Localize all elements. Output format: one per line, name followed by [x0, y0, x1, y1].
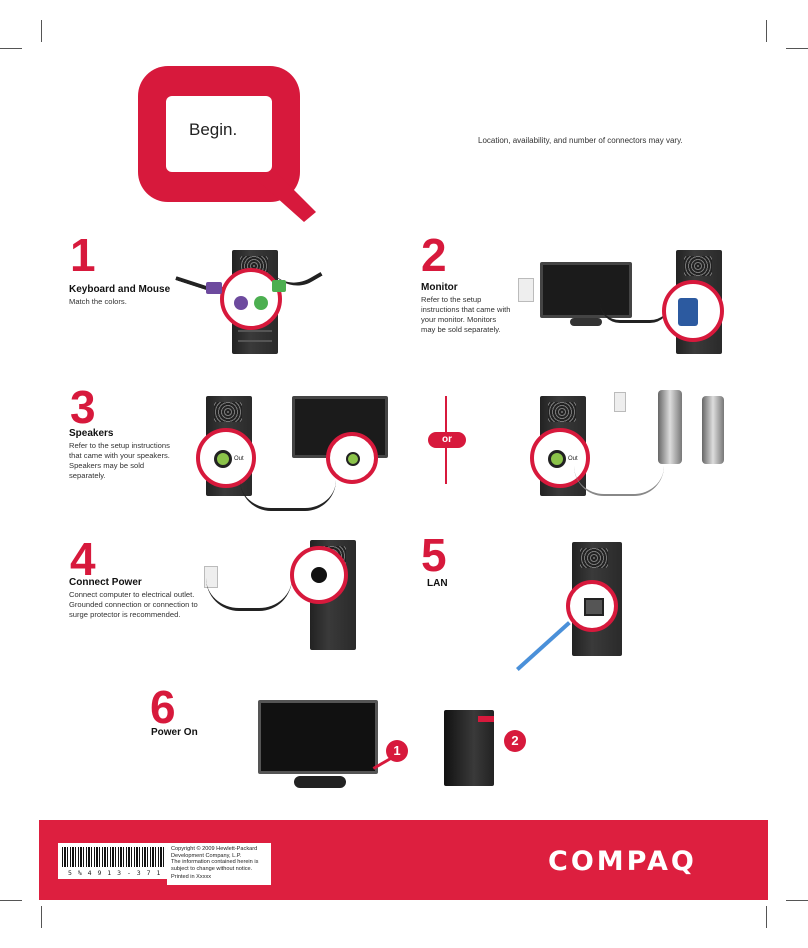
crop-mark — [0, 900, 22, 901]
vga-port-icon — [678, 298, 698, 326]
notice-text: The information contained herein is subj… — [171, 859, 259, 872]
step-3-number: 3 — [70, 381, 96, 433]
connector-note: Location, availability, and number of co… — [478, 136, 683, 145]
mouse-plug-icon — [272, 280, 286, 292]
step-4-number: 4 — [70, 533, 96, 585]
lan-cable — [516, 621, 571, 671]
audio-out-callout: Out — [530, 428, 590, 488]
step-4-title: Connect Power — [69, 577, 142, 588]
keyboard-plug-icon — [206, 282, 222, 294]
crop-mark — [786, 48, 808, 49]
compaq-wordmark: COMPAQ — [548, 846, 697, 877]
wall-outlet-icon — [518, 278, 534, 302]
monitor-stand — [294, 776, 346, 788]
monitor-stand — [570, 318, 602, 326]
copyright-text: Copyright © 2009 Hewlett-Packard Develop… — [171, 846, 258, 859]
keyboard-port-icon — [234, 296, 248, 310]
out-label: Out — [234, 456, 244, 462]
audio-out-port-icon — [548, 450, 566, 468]
audio-out-port-icon — [214, 450, 232, 468]
barcode — [62, 847, 164, 867]
vga-port-callout — [662, 280, 724, 342]
monitor-audio-port-icon — [346, 452, 360, 466]
monitor — [258, 700, 378, 774]
begin-label: Begin. — [189, 120, 238, 139]
speaker-cable — [574, 466, 664, 496]
step-5-title: LAN — [427, 578, 448, 589]
crop-mark — [0, 48, 22, 49]
step-2-number: 2 — [421, 229, 447, 281]
speaker-right — [702, 396, 724, 464]
copyright-box: Copyright © 2009 Hewlett-Packard Develop… — [167, 843, 271, 885]
step-1-description: Match the colors. — [69, 297, 127, 306]
wall-outlet-icon — [614, 392, 626, 412]
step-1-title: Keyboard and Mouse — [69, 284, 171, 295]
crop-mark — [41, 906, 42, 928]
computer-tower-front — [444, 710, 494, 786]
speaker-left — [658, 390, 682, 464]
barcode-box: 5 % 4 9 1 3 - 3 7 1 — [58, 843, 168, 879]
ps2-port-callout — [220, 268, 282, 330]
or-badge: or — [428, 432, 466, 448]
crop-mark — [766, 20, 767, 42]
step-3-description: Refer to the setup instructions that cam… — [69, 441, 170, 480]
printed-text: Printed in Xxxxx — [171, 874, 212, 881]
compaq-q-logo — [138, 66, 316, 222]
power-step-badge-2: 2 — [504, 730, 526, 752]
out-label: Out — [568, 456, 578, 462]
step-6-number: 6 — [150, 681, 176, 733]
crop-mark — [766, 906, 767, 928]
lan-port-callout — [566, 580, 618, 632]
step-2-description: Refer to the setup instructions that cam… — [421, 295, 511, 334]
step-4-description: Connect computer to electrical outlet. G… — [69, 590, 198, 619]
step-6-title: Power On — [151, 727, 198, 738]
crop-mark — [786, 900, 808, 901]
power-port-icon — [311, 567, 327, 583]
power-cable — [206, 578, 292, 611]
barcode-text: 5 % 4 9 1 3 - 3 7 1 — [68, 869, 162, 877]
crop-mark — [41, 20, 42, 42]
mouse-port-icon — [254, 296, 268, 310]
audio-cable — [240, 480, 336, 511]
step-5-number: 5 — [421, 529, 447, 581]
tower-power-arrow — [478, 716, 494, 722]
vga-cable — [600, 300, 670, 323]
step-2-title: Monitor — [421, 282, 458, 293]
step-3-title: Speakers — [69, 428, 114, 439]
step-1-number: 1 — [70, 229, 96, 281]
lan-port-icon — [584, 598, 604, 616]
power-step-badge-1: 1 — [386, 740, 408, 762]
power-port-callout — [290, 546, 348, 604]
monitor-audio-callout — [326, 432, 378, 484]
audio-out-callout: Out — [196, 428, 256, 488]
